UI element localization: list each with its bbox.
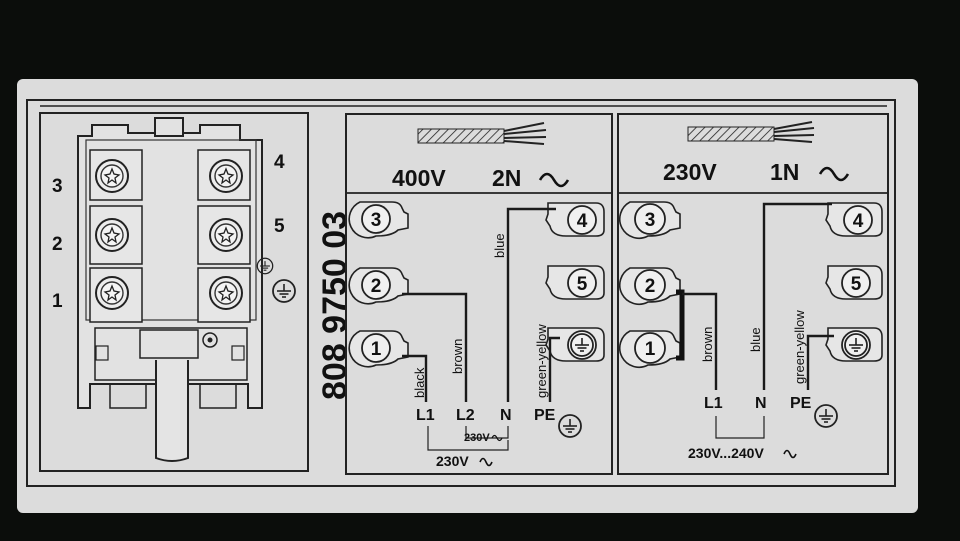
panel-400v-frame	[345, 113, 613, 475]
terminal-screw-1	[95, 276, 129, 310]
cable-230v-sheath-icon	[687, 126, 775, 142]
terminal-230v-3: 3	[618, 201, 681, 239]
terminal-400v-1: 1	[348, 330, 409, 368]
panel-230v-phase-group: 1N	[770, 159, 850, 185]
conn-400v-pe: PE	[534, 407, 556, 424]
bridge-230v-1-2	[676, 289, 685, 361]
conn-400v-n: N	[500, 407, 512, 424]
terminal-400v-2: 2	[348, 267, 409, 305]
cable-400v-sheath-icon	[417, 128, 505, 144]
terminal-230v-2: 2	[618, 267, 681, 305]
ac-400v-icon	[538, 172, 570, 188]
wire-400v-pe	[548, 336, 560, 402]
panel-230v	[617, 113, 889, 475]
part-number: 808 9750 03	[316, 211, 354, 400]
wire-400v-l2	[402, 292, 468, 402]
wire-230v-blue-label: blue	[748, 327, 763, 352]
terminal-230v-5: 5	[825, 265, 883, 300]
wire-400v-green-yellow-label: green-yellow	[534, 324, 549, 398]
panel-230v-voltage: 230V	[663, 159, 717, 185]
wire-400v-brown-label: brown	[450, 339, 465, 374]
terminal-400v-1-label: 1	[371, 339, 382, 360]
terminal-230v-1: 1	[618, 330, 681, 368]
wire-400v-black-label: black	[412, 367, 427, 398]
terminal-400v-pe	[545, 327, 605, 362]
terminal-230v-1-label: 1	[645, 339, 656, 360]
panel-400v	[345, 113, 613, 475]
dim-400v-small-bracket	[465, 426, 509, 439]
terminal-400v-5-label: 5	[577, 274, 588, 295]
terminal-block-illustration	[39, 112, 309, 472]
terminal-230v-2-label: 2	[645, 276, 656, 297]
wire-400v-l1	[402, 354, 428, 402]
label-border	[26, 99, 896, 487]
terminal-block-frame	[39, 112, 309, 472]
panel-400v-phase-group: 2N	[492, 165, 570, 191]
block-number-5: 5	[274, 216, 285, 237]
dim-400v-small: 230V	[464, 432, 490, 444]
terminal-400v-4: 4	[545, 202, 605, 237]
ac-230v-icon	[818, 166, 850, 182]
panel-230v-phase: 1N	[770, 159, 799, 185]
ac-dim-400v-large-icon	[479, 457, 493, 467]
conn-230v-n: N	[755, 395, 767, 412]
terminal-400v-4-label: 4	[577, 211, 588, 232]
terminal-screw-5	[209, 218, 243, 252]
terminal-230v-pe	[825, 327, 883, 362]
terminal-screw-3	[95, 159, 129, 193]
conn-230v-pe: PE	[790, 395, 812, 412]
dim-230v: 230V...240V	[688, 445, 764, 461]
terminal-400v-2-label: 2	[371, 276, 382, 297]
dim-400v-large-bracket	[427, 426, 509, 451]
dim-400v-large: 230V	[436, 453, 469, 469]
block-number-4: 4	[274, 152, 285, 173]
terminal-screw-pe	[209, 276, 243, 310]
terminal-400v-3-label: 3	[371, 210, 382, 231]
block-number-2: 2	[52, 234, 63, 255]
block-number-1: 1	[52, 291, 63, 312]
terminal-230v-4-label: 4	[853, 211, 864, 232]
wire-230v-brown-label: brown	[700, 327, 715, 362]
panel-400v-phase: 2N	[492, 165, 521, 191]
terminal-400v-5: 5	[545, 265, 605, 300]
panel-400v-voltage: 400V	[392, 165, 446, 191]
wire-230v-green-yellow-label: green-yellow	[792, 310, 807, 384]
wire-230v-pe	[806, 334, 834, 390]
terminal-230v-5-label: 5	[851, 274, 862, 295]
dim-230v-bracket	[715, 416, 765, 439]
panel-230v-frame	[617, 113, 889, 475]
ac-dim-400v-small-icon	[491, 434, 503, 442]
terminal-screw-4	[209, 159, 243, 193]
block-number-3: 3	[52, 176, 63, 197]
wire-400v-blue-label: blue	[492, 233, 507, 258]
conn-400v-l2: L2	[456, 407, 475, 424]
terminal-screw-2	[95, 218, 129, 252]
conn-230v-l1: L1	[704, 395, 723, 412]
conn-400v-l1: L1	[416, 407, 435, 424]
terminal-230v-4: 4	[825, 202, 883, 237]
wire-230v-l1	[682, 292, 718, 390]
wire-400v-n	[506, 207, 556, 402]
wire-230v-n	[762, 202, 832, 390]
terminal-400v-3: 3	[348, 201, 409, 239]
ac-dim-230v-icon	[783, 449, 797, 459]
terminal-230v-3-label: 3	[645, 210, 656, 231]
